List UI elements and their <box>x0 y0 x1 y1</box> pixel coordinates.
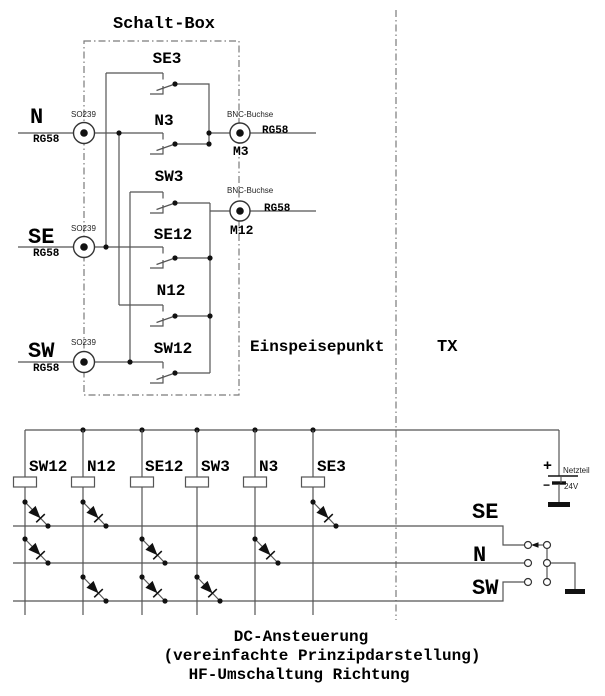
dc-wires <box>13 427 559 615</box>
cable-label-SE: RG58 <box>33 248 60 260</box>
supply-plus-sign: + <box>543 458 552 475</box>
relay-label-N12: N12 <box>87 458 116 476</box>
supply-voltage-label: 24V <box>564 482 579 491</box>
switch-label-N12: N12 <box>157 282 186 300</box>
contact-N12 <box>149 304 179 327</box>
diode-matrix <box>21 498 340 605</box>
so239-connector-N <box>72 121 96 145</box>
output-label-M12: M12 <box>230 223 254 238</box>
diode-SE3-SE <box>309 498 340 530</box>
contact-SW3 <box>149 191 179 214</box>
selector-label-N: N <box>473 543 486 568</box>
input-label-SE: SE <box>28 225 54 250</box>
tx-label: TX <box>437 338 458 357</box>
connector-type-SE: SO239 <box>71 224 96 233</box>
diode-SW12-N <box>21 535 52 567</box>
caption-line-1: DC-Ansteuerung <box>234 628 368 646</box>
so239-connector-SE <box>72 235 96 259</box>
cable-label-SW: RG58 <box>33 363 60 375</box>
switch-label-SW3: SW3 <box>155 168 184 186</box>
selector-label-SW: SW <box>472 576 499 601</box>
diode-SE12-SW <box>138 573 169 605</box>
connector-type-M12: BNC-Buchse <box>227 186 274 195</box>
caption-line-3: HF-Umschaltung Richtung <box>189 666 410 684</box>
connector-type-SW: SO239 <box>71 338 96 347</box>
diode-N12-SE <box>79 498 110 530</box>
schalt-box-outline <box>83 40 240 396</box>
output-label-M3: M3 <box>233 144 249 159</box>
coil-SE3 <box>300 476 326 488</box>
coil-N12 <box>70 476 96 488</box>
contact-N3 <box>149 132 179 155</box>
selector-label-SE: SE <box>472 500 498 525</box>
contact-SE12 <box>149 246 179 269</box>
coil-SW12 <box>12 476 38 488</box>
supply-minus-sign: − <box>543 479 550 493</box>
selector-ground-symbol <box>565 589 585 594</box>
caption-line-2: (vereinfachte Prinzipdarstellung) <box>164 647 481 665</box>
cable-label-M12: RG58 <box>264 203 291 215</box>
diode-N12-SW <box>79 573 110 605</box>
coil-SE12 <box>129 476 155 488</box>
diode-SW3-SW <box>193 573 224 605</box>
bnc-connector-M3 <box>229 122 251 144</box>
diode-N3-N <box>251 535 282 567</box>
contact-SW12 <box>149 361 179 384</box>
switch-label-SE3: SE3 <box>153 50 182 68</box>
switch-label-SE12: SE12 <box>154 226 192 244</box>
relay-label-SE12: SE12 <box>145 458 183 476</box>
supply-name-label: Netzteil <box>563 466 590 475</box>
contact-SE3 <box>149 72 179 95</box>
cable-label-M3: RG58 <box>262 125 289 137</box>
selector-wiper-arrow <box>531 542 539 548</box>
so239-connector-SW <box>72 350 96 374</box>
relay-coils <box>12 476 326 488</box>
switch-label-SW12: SW12 <box>154 340 192 358</box>
cable-label-N: RG58 <box>33 134 60 146</box>
diode-SW12-SE <box>21 498 52 530</box>
relay-label-SE3: SE3 <box>317 458 346 476</box>
input-label-SW: SW <box>28 339 55 364</box>
supply-ground-symbol <box>548 502 570 507</box>
connector-type-N: SO239 <box>71 110 96 119</box>
power-supply: + − Netzteil 24V <box>543 430 590 507</box>
diagram-title: Schalt-Box <box>113 15 215 34</box>
relay-label-SW12: SW12 <box>29 458 67 476</box>
direction-selector: SE N SW <box>472 500 585 601</box>
connector-type-M3: BNC-Buchse <box>227 110 274 119</box>
relay-label-SW3: SW3 <box>201 458 230 476</box>
einspeisepunkt-label: Einspeisepunkt <box>250 338 384 356</box>
switch-label-N3: N3 <box>154 112 173 130</box>
coil-N3 <box>242 476 268 488</box>
relay-label-N3: N3 <box>259 458 278 476</box>
bnc-connector-M12 <box>229 200 251 222</box>
coil-SW3 <box>184 476 210 488</box>
hf-wires <box>18 72 316 374</box>
diode-SE12-N <box>138 535 169 567</box>
input-label-N: N <box>30 105 43 130</box>
